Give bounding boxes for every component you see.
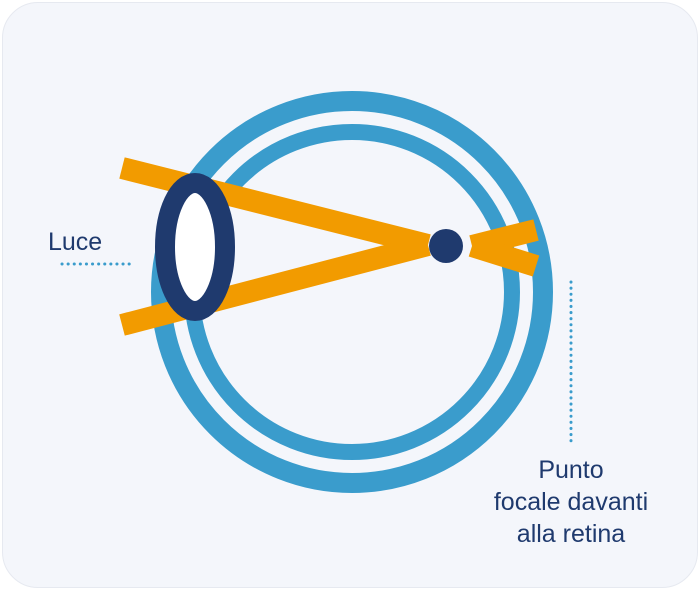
light-label: Luce xyxy=(48,228,103,256)
focal-point-label-line: alla retina xyxy=(516,520,626,548)
light-ray-upper xyxy=(119,157,431,256)
focal-point-label-line: Punto xyxy=(538,456,604,484)
light-rays xyxy=(119,157,540,336)
focal-point-label: Punto focale davanti alla retina xyxy=(440,454,700,550)
eye-outer-ring xyxy=(151,91,553,493)
light-ray-lower-diverging xyxy=(468,235,540,277)
eye-lens xyxy=(155,173,235,321)
focal-point-dot xyxy=(429,229,463,263)
light-ray-lower xyxy=(119,234,431,336)
focal-point-label-line: focale davanti xyxy=(493,488,649,516)
